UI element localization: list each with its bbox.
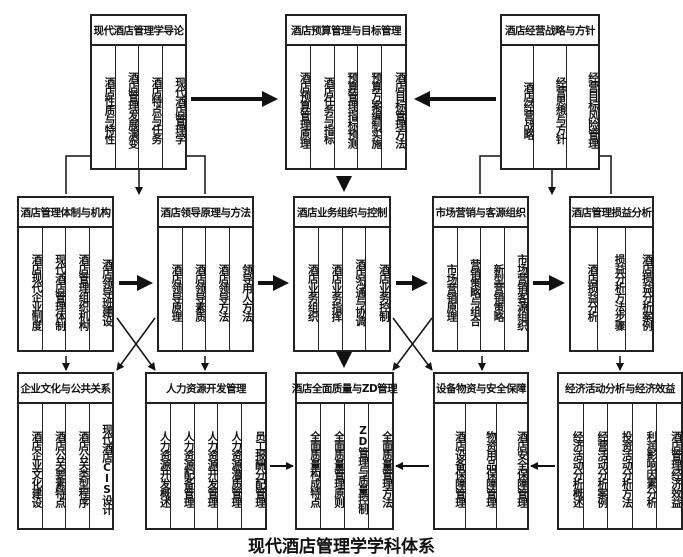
- topic-title: 酒店管理损益分析: [571, 198, 652, 228]
- subtopic-item: 酒店领导素质: [183, 228, 206, 350]
- topic-title: 酒店业务组织与控制: [295, 198, 389, 228]
- subtopic-item: 酒店特点与任务: [139, 46, 163, 168]
- topic-box-a: 现代酒店管理学导论酒店性质与特性酒店管理发展演变酒店特点与任务现代酒店管理学: [90, 14, 187, 170]
- diagram-title: 现代酒店管理学学科体系: [248, 537, 435, 557]
- subtopic-item: 酒店任务与指标: [311, 46, 335, 168]
- subtopic-item: 投资活动分析方法: [608, 404, 633, 528]
- subtopic-item: 酒店公关要素特点: [43, 404, 66, 528]
- subtopic-item: 酒店预算管理原理: [287, 46, 311, 168]
- topic-box-j: 人力资源开发管理人力资源开发概述人力资源配备管理人力资源开发管理人力资源潜质管理…: [145, 372, 267, 530]
- subtopic-item: 酒店管理组织机构: [66, 228, 90, 350]
- subtopic-item: 现代酒店管理体制: [43, 228, 66, 350]
- topic-box-l: 设备物资与安全保障酒店设备保障管理物资用品保障管理 酒店安全保障管理: [433, 372, 529, 530]
- subtopic-item: 酒店业务组织: [295, 228, 319, 350]
- topic-title: 设备物资与安全保障: [435, 374, 527, 404]
- arrow-cross-g-to-k: [392, 317, 433, 371]
- topic-box-b: 酒店预算管理与目标管理酒店预算管理原理酒店任务与指标预算管理指标预测预算方案编制…: [285, 14, 407, 170]
- topic-box-c: 酒店经营战略与方针酒店经营战略经营思想与方针 经营目标风险管理: [500, 14, 600, 170]
- subtopic-item: 现代酒店管理学: [174, 76, 186, 144]
- subtopic-item: 现代酒店CIS设计: [101, 424, 113, 514]
- subtopic-item: 酒店损益分析案例: [640, 254, 653, 330]
- subtopic-item: 酒店领导班建设: [101, 258, 113, 326]
- subtopic-item: 酒店管理经济效益: [669, 431, 682, 507]
- subtopic-item: 领导用人方法: [241, 263, 253, 321]
- subtopic-item: ZD管理与质量控制: [345, 404, 369, 528]
- subtopic-item: 人力资源潜质管理: [218, 404, 243, 528]
- arrow-cross-e-to-i: [116, 317, 156, 371]
- subtopic-item: 酒店目标管理方法: [393, 72, 406, 148]
- subtopic-item: 经营活动分析案例: [584, 404, 609, 528]
- subtopic-item: 酒店现代企业制度: [19, 228, 43, 350]
- topic-box-e: 酒店领导原理与方法酒店领导原理酒店领导素质酒店领导方法领导用人方法: [157, 196, 254, 352]
- subtopic-item: 新型营销策略: [481, 228, 505, 350]
- topic-title: 现代酒店管理学导论: [92, 16, 185, 46]
- topic-box-h: 酒店管理损益分析酒店损益分析损益分析方法步骤 酒店损益分析案例: [569, 196, 654, 352]
- topic-title: 酒店经营战略与方针: [502, 16, 598, 46]
- subtopic-item: 预算方案编制实施: [358, 46, 383, 168]
- subtopic-item: 营销策略与组合: [458, 228, 481, 350]
- subtopic-item: 全面质量构成特点: [297, 404, 321, 528]
- topic-box-g: 市场营销与客源组织市场营销原理营销策略与组合新型营销策略市场营销客源组织: [432, 196, 529, 352]
- subtopic-item: 经营思想与方针: [534, 46, 567, 168]
- subtopic-item: 酒店管理发展演变: [116, 46, 139, 168]
- subtopic-item: 酒店沟通与协调: [343, 228, 367, 350]
- subtopic-item: 人力资源开发概述: [147, 404, 171, 528]
- subtopic-item: 经济活动分析概述: [559, 404, 584, 528]
- subtopic-item: 经营目标风险管理: [586, 72, 599, 148]
- subtopic-item: 酒店领导原理: [159, 228, 183, 350]
- subtopic-item: 酒店安全保障管理: [516, 431, 528, 507]
- subtopic-item: 全面质量管理方法: [381, 431, 393, 507]
- subtopic-item: 员工报酬分配管理: [253, 431, 266, 507]
- subtopic-item: 人力资源开发管理: [195, 404, 219, 528]
- subtopic-item: 酒店企业文化建设: [19, 404, 43, 528]
- subtopic-item: 预算管理指标预测: [335, 46, 359, 168]
- subtopic-item: 市场营销客源组织: [516, 254, 528, 330]
- topic-box-f: 酒店业务组织与控制酒店业务组织酒店业务指挥酒店沟通与协调酒店业务控制: [293, 196, 391, 352]
- topic-title: 酒店预算管理与目标管理: [287, 16, 405, 46]
- topic-title: 酒店领导原理与方法: [159, 198, 252, 228]
- subtopic-item: 酒店公关类型程序: [66, 404, 90, 528]
- subtopic-item: 酒店领导方法: [206, 228, 230, 350]
- subtopic-item: 酒店经营战略: [502, 46, 535, 168]
- subtopic-item: 全面质量管理原则: [321, 404, 345, 528]
- subtopic-item: 市场营销原理: [434, 228, 458, 350]
- topic-title: 酒店管理体制与机构: [19, 198, 112, 228]
- topic-title: 市场营销与客源组织: [434, 198, 527, 228]
- subtopic-item: 利润影响因素分析: [633, 404, 658, 528]
- topic-title: 酒店全面质量与ZD管理: [292, 374, 398, 404]
- topic-title: 企业文化与公共关系: [19, 374, 112, 404]
- topic-title: 人力资源开发管理: [147, 374, 265, 404]
- subtopic-item: 损益分析方法步骤: [598, 228, 626, 350]
- topic-box-d: 酒店管理体制与机构酒店现代企业制度现代酒店管理体制酒店管理组织机构酒店领导班建设: [17, 196, 114, 352]
- subtopic-item: 酒店损益分析: [571, 228, 599, 350]
- subtopic-item: 人力资源配备管理: [171, 404, 195, 528]
- topic-box-i: 企业文化与公共关系酒店企业文化建设酒店公关要素特点酒店公关类型程序现代酒店CIS…: [17, 372, 114, 530]
- subtopic-item: 物资用品保障管理: [466, 404, 497, 528]
- subtopic-item: 酒店业务指挥: [319, 228, 343, 350]
- subtopic-item: 酒店性质与特性: [92, 46, 116, 168]
- topic-box-m: 经济活动分析与经济效益经济活动分析概述经营活动分析案例投资活动分析方法利润影响因…: [557, 372, 683, 530]
- subtopic-item: 酒店业务控制: [378, 263, 390, 321]
- subtopic-item: 酒店设备保障管理: [435, 404, 466, 528]
- topic-title: 经济活动分析与经济效益: [559, 374, 681, 404]
